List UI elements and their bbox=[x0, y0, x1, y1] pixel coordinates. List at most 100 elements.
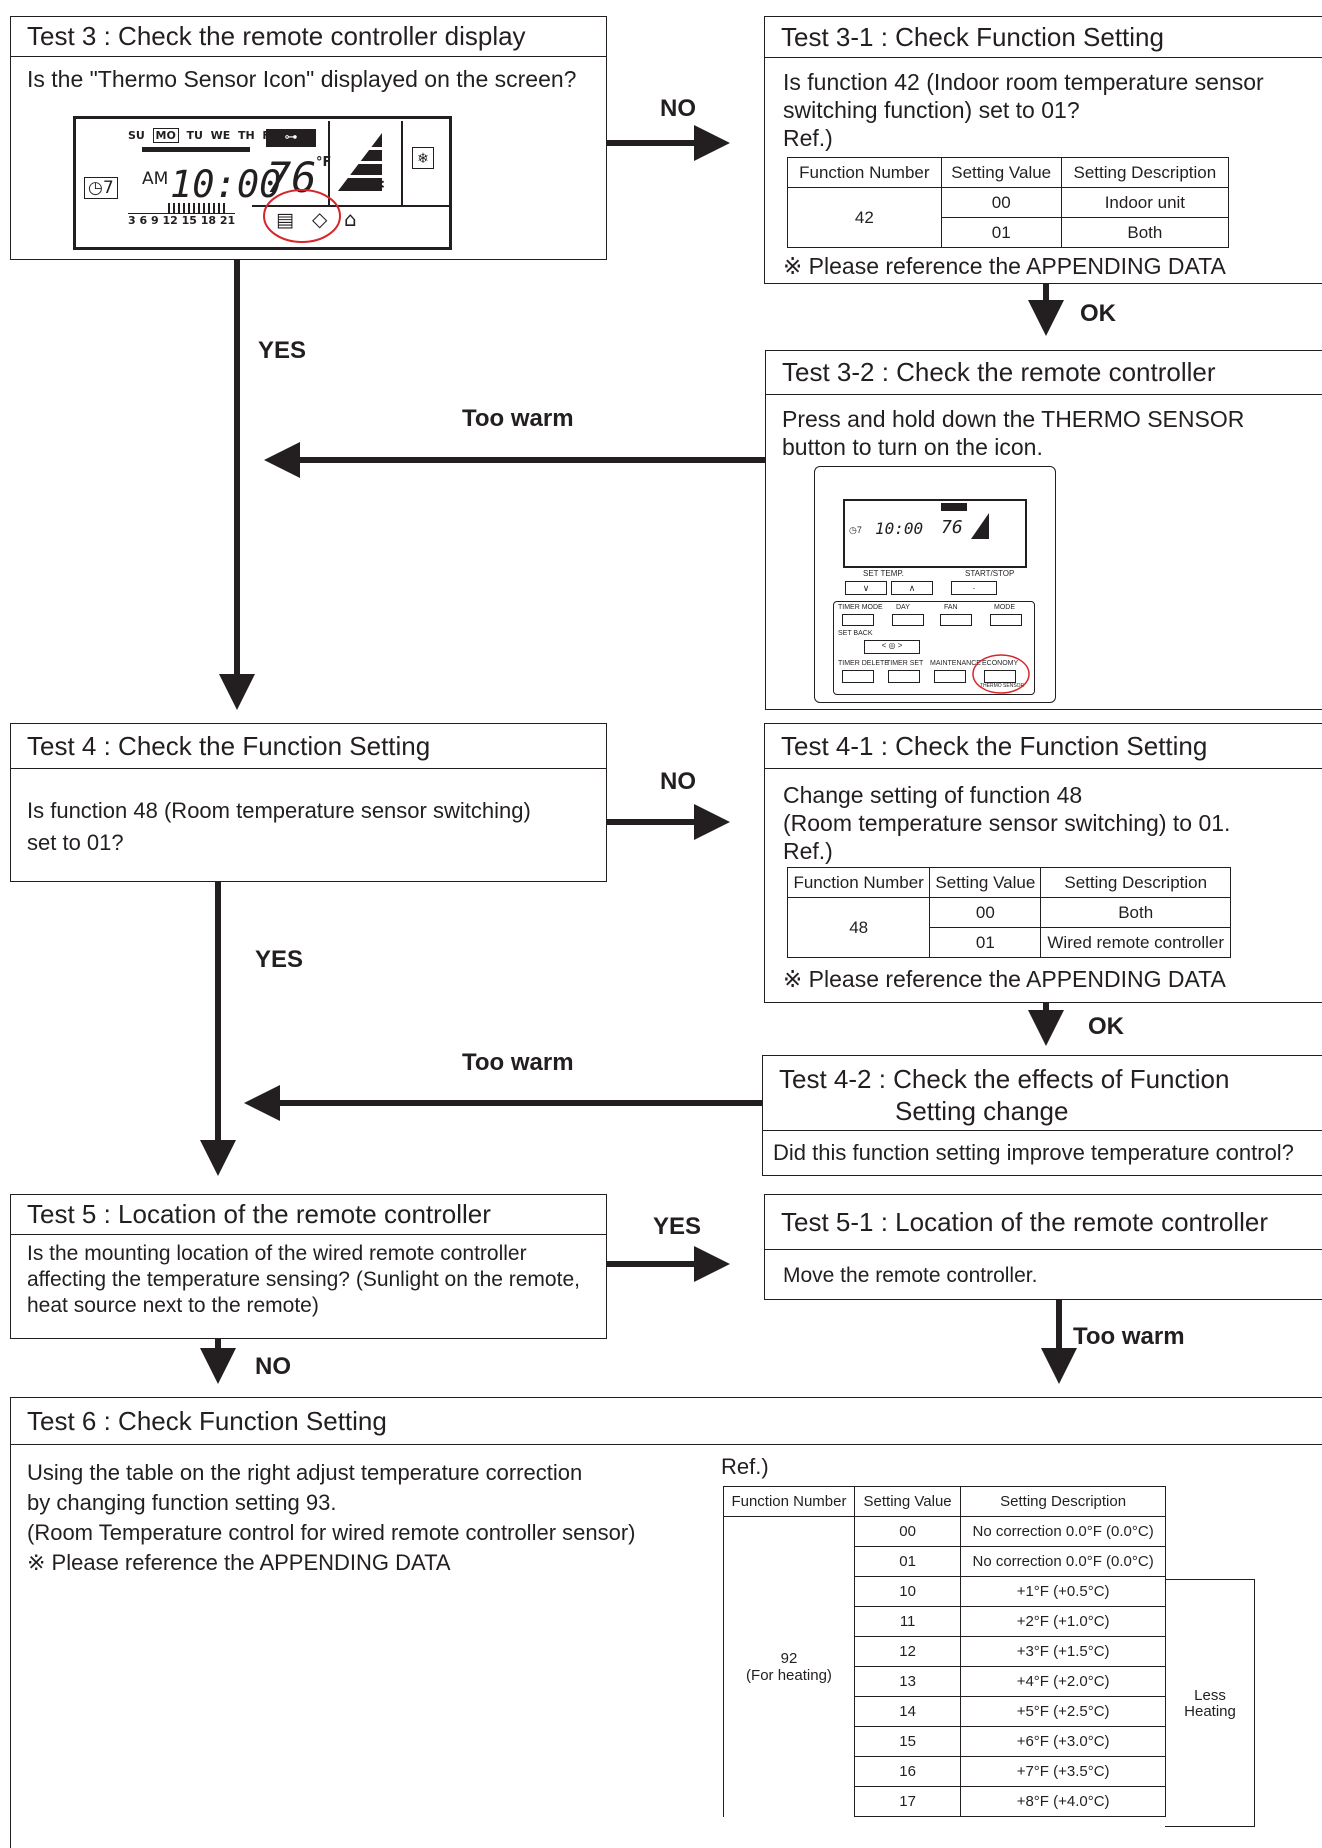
col-header: Function Number bbox=[723, 1486, 855, 1517]
test5-1-text: Move the remote controller. bbox=[783, 1264, 1038, 1287]
test5-1-title: Test 5-1 : Location of the remote contro… bbox=[765, 1195, 1322, 1250]
setting-description: +1°F (+0.5°C) bbox=[960, 1576, 1166, 1607]
temp-down-button[interactable]: ∨ bbox=[845, 581, 887, 595]
mini-time: 10:00 bbox=[875, 519, 924, 538]
label-too-warm: Too warm bbox=[1073, 1323, 1185, 1350]
lcd-divider bbox=[328, 121, 330, 205]
thermo-sensor-label: THERMO SENSOR bbox=[980, 683, 1025, 689]
lcd-hour-scale: 3 6 9 12 15 18 21 bbox=[128, 213, 236, 227]
thermo-sensor-button[interactable] bbox=[984, 670, 1016, 683]
label-yes: YES bbox=[255, 946, 304, 973]
mini-clock-icon: ◷7 bbox=[849, 525, 862, 535]
highlight-circle-icon bbox=[972, 654, 1030, 694]
test3-question: Is the "Thermo Sensor Icon" displayed on… bbox=[27, 66, 577, 92]
maintenance-button[interactable] bbox=[934, 670, 966, 683]
reference-note: ※ Please reference the APPENDING DATA bbox=[783, 966, 1226, 992]
setting-value: 17 bbox=[853, 1786, 962, 1817]
test4-text: Is function 48 (Room temperature sensor … bbox=[27, 798, 531, 855]
setting-value: 11 bbox=[853, 1606, 962, 1637]
setting-value: 00 bbox=[853, 1516, 962, 1547]
setting-description: +7°F (+3.5°C) bbox=[960, 1756, 1166, 1787]
test4-2-text: Did this function setting improve temper… bbox=[773, 1140, 1294, 1165]
test6-box: Test 6 : Check Function Setting Using th… bbox=[10, 1397, 1322, 1848]
timer-set-label: TIMER SET bbox=[886, 660, 924, 667]
fan-button[interactable] bbox=[940, 614, 972, 626]
test5-1-box: Test 5-1 : Location of the remote contro… bbox=[764, 1194, 1322, 1300]
label-no: NO bbox=[255, 1353, 291, 1380]
col-header: Setting Value bbox=[940, 157, 1062, 188]
mini-fan-icon bbox=[971, 513, 989, 539]
setting-value: 12 bbox=[853, 1636, 962, 1667]
start-stop-label: START/STOP bbox=[965, 569, 1015, 578]
test3-2-title: Test 3-2 : Check the remote controller bbox=[766, 351, 1322, 395]
set-temp-label: SET TEMP. bbox=[863, 569, 904, 578]
setting-description: +6°F (+3.0°C) bbox=[960, 1726, 1166, 1757]
setting-description: Both bbox=[1060, 217, 1230, 248]
setting-value: 00 bbox=[940, 187, 1062, 218]
day-button[interactable] bbox=[892, 614, 924, 626]
col-header: Function Number bbox=[787, 157, 942, 188]
col-header: Setting Description bbox=[960, 1486, 1166, 1517]
less-heating-bracket bbox=[1165, 1579, 1255, 1827]
remote-controller-image: ◷7 10:00 76 SET TEMP. START/STOP ∨ ∧ · T… bbox=[814, 466, 1056, 703]
test3-2-text: Press and hold down the THERMO SENSOR bu… bbox=[782, 406, 1245, 460]
test6-text-line1: Using the table on the right adjust temp… bbox=[27, 1460, 583, 1485]
test3-1-title: Test 3-1 : Check Function Setting bbox=[765, 17, 1322, 58]
test4-2-title: Test 4-2 : Check the effects of Function… bbox=[763, 1056, 1322, 1131]
reference-note: ※ Please reference the APPENDING DATA bbox=[783, 253, 1226, 279]
test5-box: Test 5 : Location of the remote controll… bbox=[10, 1194, 607, 1339]
setting-value: 01 bbox=[929, 927, 1042, 958]
test6-text-line2: by changing function setting 93. bbox=[27, 1490, 337, 1515]
key-lock-icon: ⊶ bbox=[266, 129, 316, 147]
temp-up-button[interactable]: ∧ bbox=[891, 581, 933, 595]
fan-icon: ✲ bbox=[372, 175, 386, 194]
mode-button[interactable] bbox=[990, 614, 1022, 626]
day-label: DAY bbox=[896, 604, 910, 611]
test4-2-box: Test 4-2 : Check the effects of Function… bbox=[762, 1055, 1322, 1176]
lcd-day-bars bbox=[142, 147, 250, 152]
lcd-temperature: 76 bbox=[266, 153, 317, 202]
timer-delete-label: TIMER DELETE bbox=[838, 660, 889, 667]
timer-mode-button[interactable] bbox=[842, 614, 874, 626]
setting-description: No correction 0.0°F (0.0°C) bbox=[960, 1516, 1166, 1547]
mode-label: MODE bbox=[994, 604, 1015, 611]
test3-box: Test 3 : Check the remote controller dis… bbox=[10, 16, 607, 260]
ref-label: Ref.) bbox=[783, 838, 833, 864]
less-heating-line1: Less bbox=[1194, 1687, 1226, 1704]
day-select-buttons[interactable]: < ◎ > bbox=[864, 640, 920, 654]
function-48-table: Function Number Setting Value Setting De… bbox=[786, 867, 1231, 958]
function-number-value: 92 bbox=[780, 1649, 798, 1667]
sensor-signal-icon: ◇ bbox=[312, 207, 328, 231]
setting-value: 10 bbox=[853, 1576, 962, 1607]
test3-title: Test 3 : Check the remote controller dis… bbox=[11, 17, 606, 57]
lcd-temp-unit: °F bbox=[316, 155, 332, 170]
function-number: 42 bbox=[787, 187, 942, 248]
lcd-divider bbox=[401, 121, 403, 205]
setting-value: 01 bbox=[853, 1546, 962, 1577]
remote-mini-lcd: ◷7 10:00 76 bbox=[843, 499, 1027, 568]
remote-button-panel: TIMER MODE DAY FAN MODE SET BACK < ◎ > T… bbox=[833, 601, 1035, 695]
timer-delete-button[interactable] bbox=[842, 670, 874, 683]
label-no: NO bbox=[660, 768, 696, 795]
snowflake-icon: ❄ bbox=[412, 147, 434, 169]
reference-note: ※ Please reference the APPENDING DATA bbox=[27, 1550, 451, 1575]
function-number: 48 bbox=[786, 897, 931, 958]
timer-set-button[interactable] bbox=[888, 670, 920, 683]
less-heating-label: Less Heating bbox=[1175, 1688, 1245, 1720]
col-header: Setting Value bbox=[929, 867, 1042, 898]
test3-1-box: Test 3-1 : Check Function Setting Is fun… bbox=[764, 16, 1322, 284]
label-ok: OK bbox=[1088, 1013, 1124, 1040]
test4-1-text-line2: (Room temperature sensor switching) to 0… bbox=[783, 810, 1231, 836]
test3-1-text: Is function 42 (Indoor room temperature … bbox=[783, 69, 1264, 123]
ref-label: Ref.) bbox=[721, 1454, 769, 1479]
test4-1-box: Test 4-1 : Check the Function Setting Ch… bbox=[764, 723, 1322, 1003]
setting-value: 16 bbox=[853, 1756, 962, 1787]
start-stop-button[interactable]: · bbox=[951, 581, 997, 595]
setting-value: 00 bbox=[929, 897, 1042, 928]
clock-icon: ◷7 bbox=[84, 177, 118, 199]
setting-description: +4°F (+2.0°C) bbox=[960, 1666, 1166, 1697]
test4-1-title: Test 4-1 : Check the Function Setting bbox=[765, 724, 1322, 769]
test4-1-text-line1: Change setting of function 48 bbox=[783, 782, 1083, 808]
lcd-am: AM bbox=[142, 169, 169, 189]
